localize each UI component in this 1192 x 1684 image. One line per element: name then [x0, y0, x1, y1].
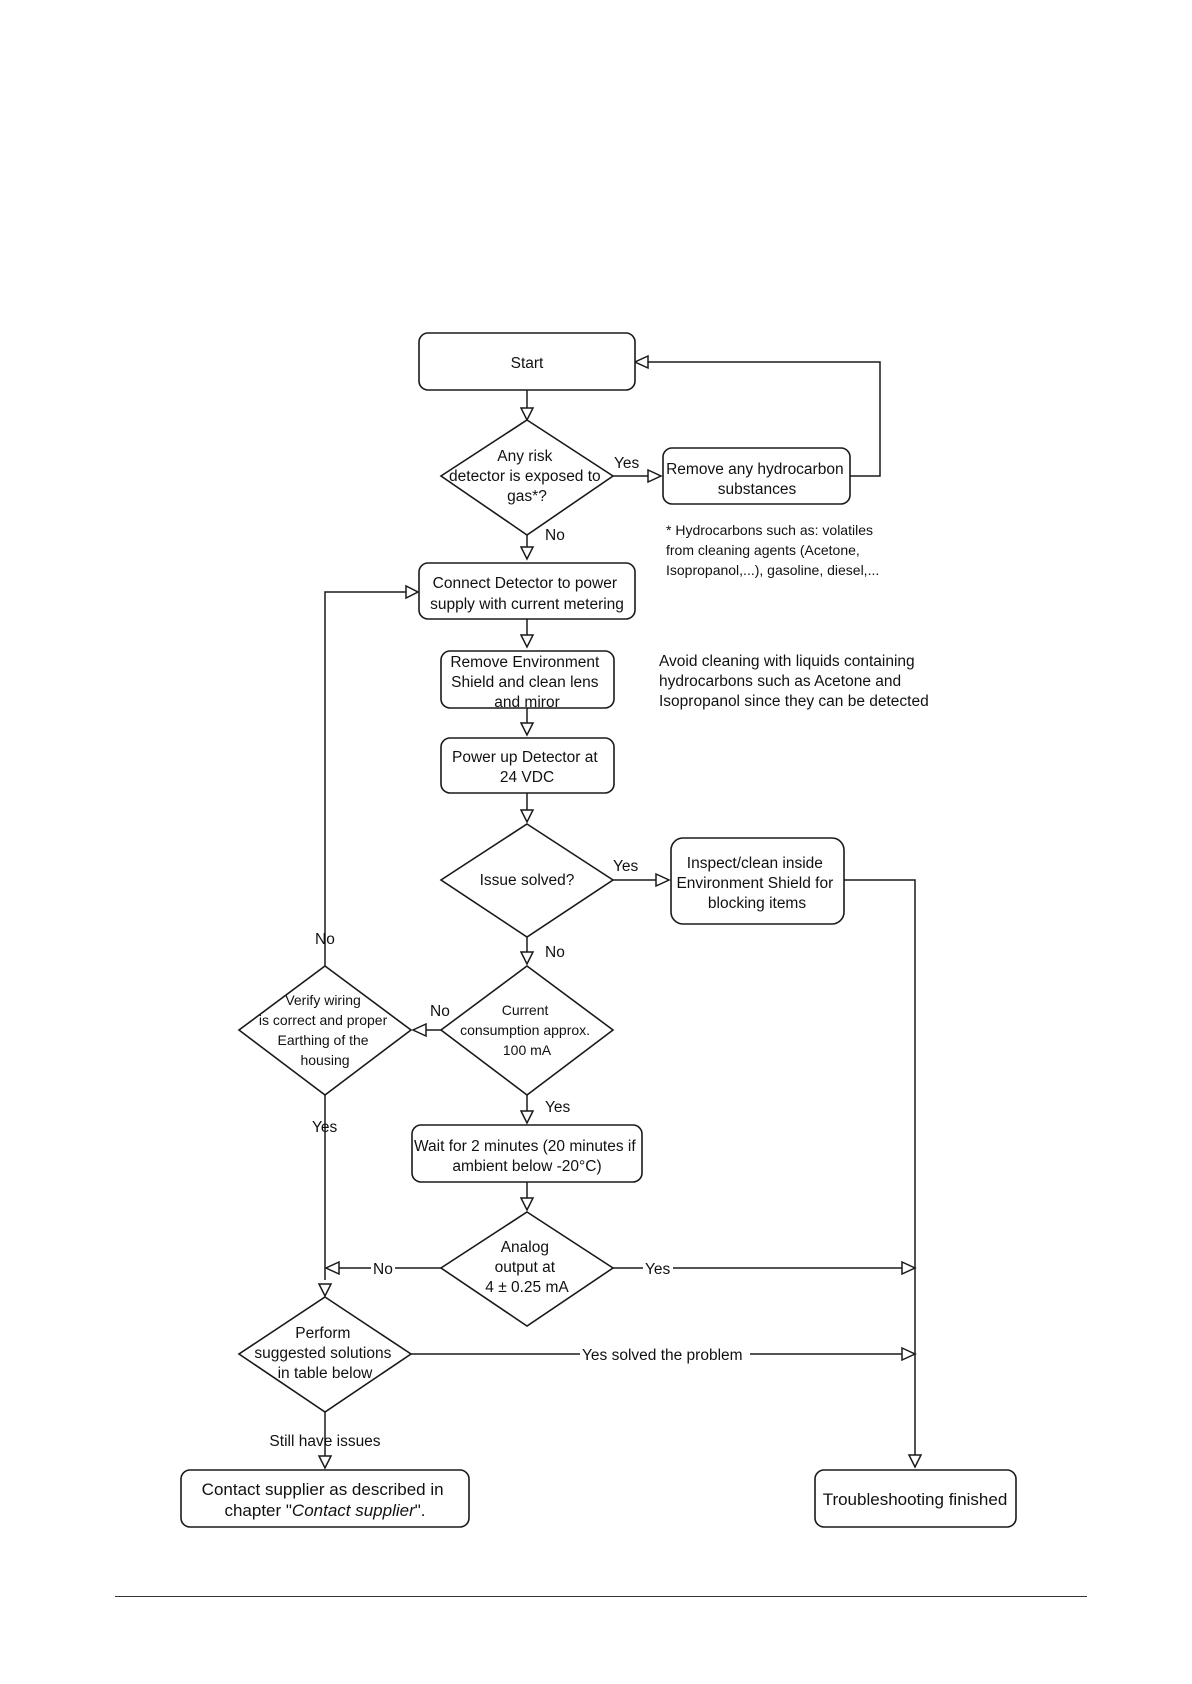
edge-label-analog-no: No — [373, 1261, 393, 1278]
edge-remove-hc-back-to-start — [648, 361, 881, 477]
arrowhead — [519, 634, 535, 649]
avoid-cleaning-note: Avoid cleaning with liquids containing h… — [659, 653, 929, 710]
troubleshooting-finished-node: Troubleshooting finished — [814, 1469, 1017, 1528]
inspect-clean-text: Inspect/clean inside Environment Shield … — [676, 855, 837, 912]
edge-label-analog-yes: Yes — [645, 1261, 671, 1278]
start-node: Start — [418, 332, 636, 391]
contact-supplier-node: Contact supplier as described in chapter… — [180, 1469, 470, 1528]
decision-analog-output: Analog output at 4 ± 0.25 mA — [439, 1211, 615, 1327]
arrowhead — [519, 1197, 535, 1212]
remove-hydrocarbon-node: Remove any hydrocarbon substances — [662, 447, 851, 505]
wait-node: Wait for 2 minutes (20 minutes if ambien… — [411, 1124, 643, 1183]
remove-hydrocarbon-text: Remove any hydrocarbon substances — [666, 461, 848, 498]
arrowhead — [519, 951, 535, 966]
arrowhead — [633, 354, 649, 370]
troubleshooting-finished-text: Troubleshooting finished — [823, 1490, 1008, 1509]
edge-wiring-no — [324, 591, 407, 979]
arrowhead — [317, 1455, 333, 1470]
arrowhead — [317, 1283, 333, 1298]
edge-inspect-to-finished — [844, 879, 916, 1455]
decision-current-consumption-text: Current consumption approx. 100 mA — [460, 1002, 594, 1058]
arrowhead — [647, 468, 663, 484]
arrowhead — [901, 1260, 917, 1276]
connect-detector-text: Connect Detector to power supply with cu… — [430, 575, 624, 613]
arrowhead — [907, 1454, 923, 1469]
arrowhead — [411, 1022, 427, 1038]
edge-label-perform-yes: Yes solved the problem — [582, 1347, 743, 1364]
hydrocarbons-note: * Hydrocarbons such as: volatiles from c… — [666, 522, 879, 578]
power-up-node: Power up Detector at 24 VDC — [440, 737, 615, 794]
arrowhead — [519, 809, 535, 824]
decision-issue-solved: Issue solved? — [439, 823, 615, 938]
arrowheads — [317, 354, 923, 1470]
arrowhead — [519, 722, 535, 737]
edge-label-wiring-no: No — [315, 931, 335, 948]
edge-label-gas-no: No — [545, 527, 565, 544]
inspect-clean-node: Inspect/clean inside Environment Shield … — [670, 837, 845, 925]
remove-shield-node: Remove Environment Shield and clean lens… — [440, 650, 615, 711]
decision-perform-solutions-text: Perform suggested solutions in table bel… — [254, 1325, 395, 1382]
decision-gas-exposure: Any risk detector is exposed to gas*? — [439, 419, 615, 536]
connect-detector-node: Connect Detector to power supply with cu… — [418, 562, 636, 620]
arrowhead — [519, 407, 535, 422]
decision-analog-output-text: Analog output at 4 ± 0.25 mA — [485, 1239, 569, 1296]
arrowhead — [519, 546, 535, 561]
arrowhead — [324, 1260, 340, 1276]
arrowhead — [519, 1110, 535, 1125]
edge-label-current-yes: Yes — [545, 1099, 571, 1116]
remove-shield-text: Remove Environment Shield and clean lens… — [450, 654, 603, 711]
edge-label-perform-still: Still have issues — [269, 1433, 380, 1450]
decision-current-consumption: Current consumption approx. 100 mA — [439, 965, 615, 1097]
decision-verify-wiring: Verify wiring is correct and proper Eart… — [237, 965, 413, 1097]
edge-label-solved-yes: Yes — [613, 858, 639, 875]
decision-perform-solutions: Perform suggested solutions in table bel… — [237, 1296, 413, 1413]
edge-label-wiring-yes: Yes — [312, 1119, 338, 1136]
decision-gas-exposure-text: Any risk detector is exposed to gas*? — [449, 448, 605, 505]
wait-text: Wait for 2 minutes (20 minutes if ambien… — [414, 1138, 640, 1175]
arrowhead — [901, 1346, 917, 1362]
power-up-text: Power up Detector at 24 VDC — [452, 749, 602, 786]
contact-supplier-text: Contact supplier as described in chapter… — [202, 1480, 449, 1520]
decision-verify-wiring-text: Verify wiring is correct and proper Eart… — [259, 992, 391, 1068]
edge-label-gas-yes: Yes — [614, 455, 640, 472]
arrowhead — [655, 872, 671, 888]
start-node-text: Start — [511, 355, 544, 372]
decision-issue-solved-text: Issue solved? — [480, 872, 575, 889]
arrowhead — [405, 584, 420, 600]
edge-label-solved-no: No — [545, 944, 565, 961]
edge-label-current-no: No — [430, 1003, 450, 1020]
footer-rule — [115, 1596, 1087, 1597]
